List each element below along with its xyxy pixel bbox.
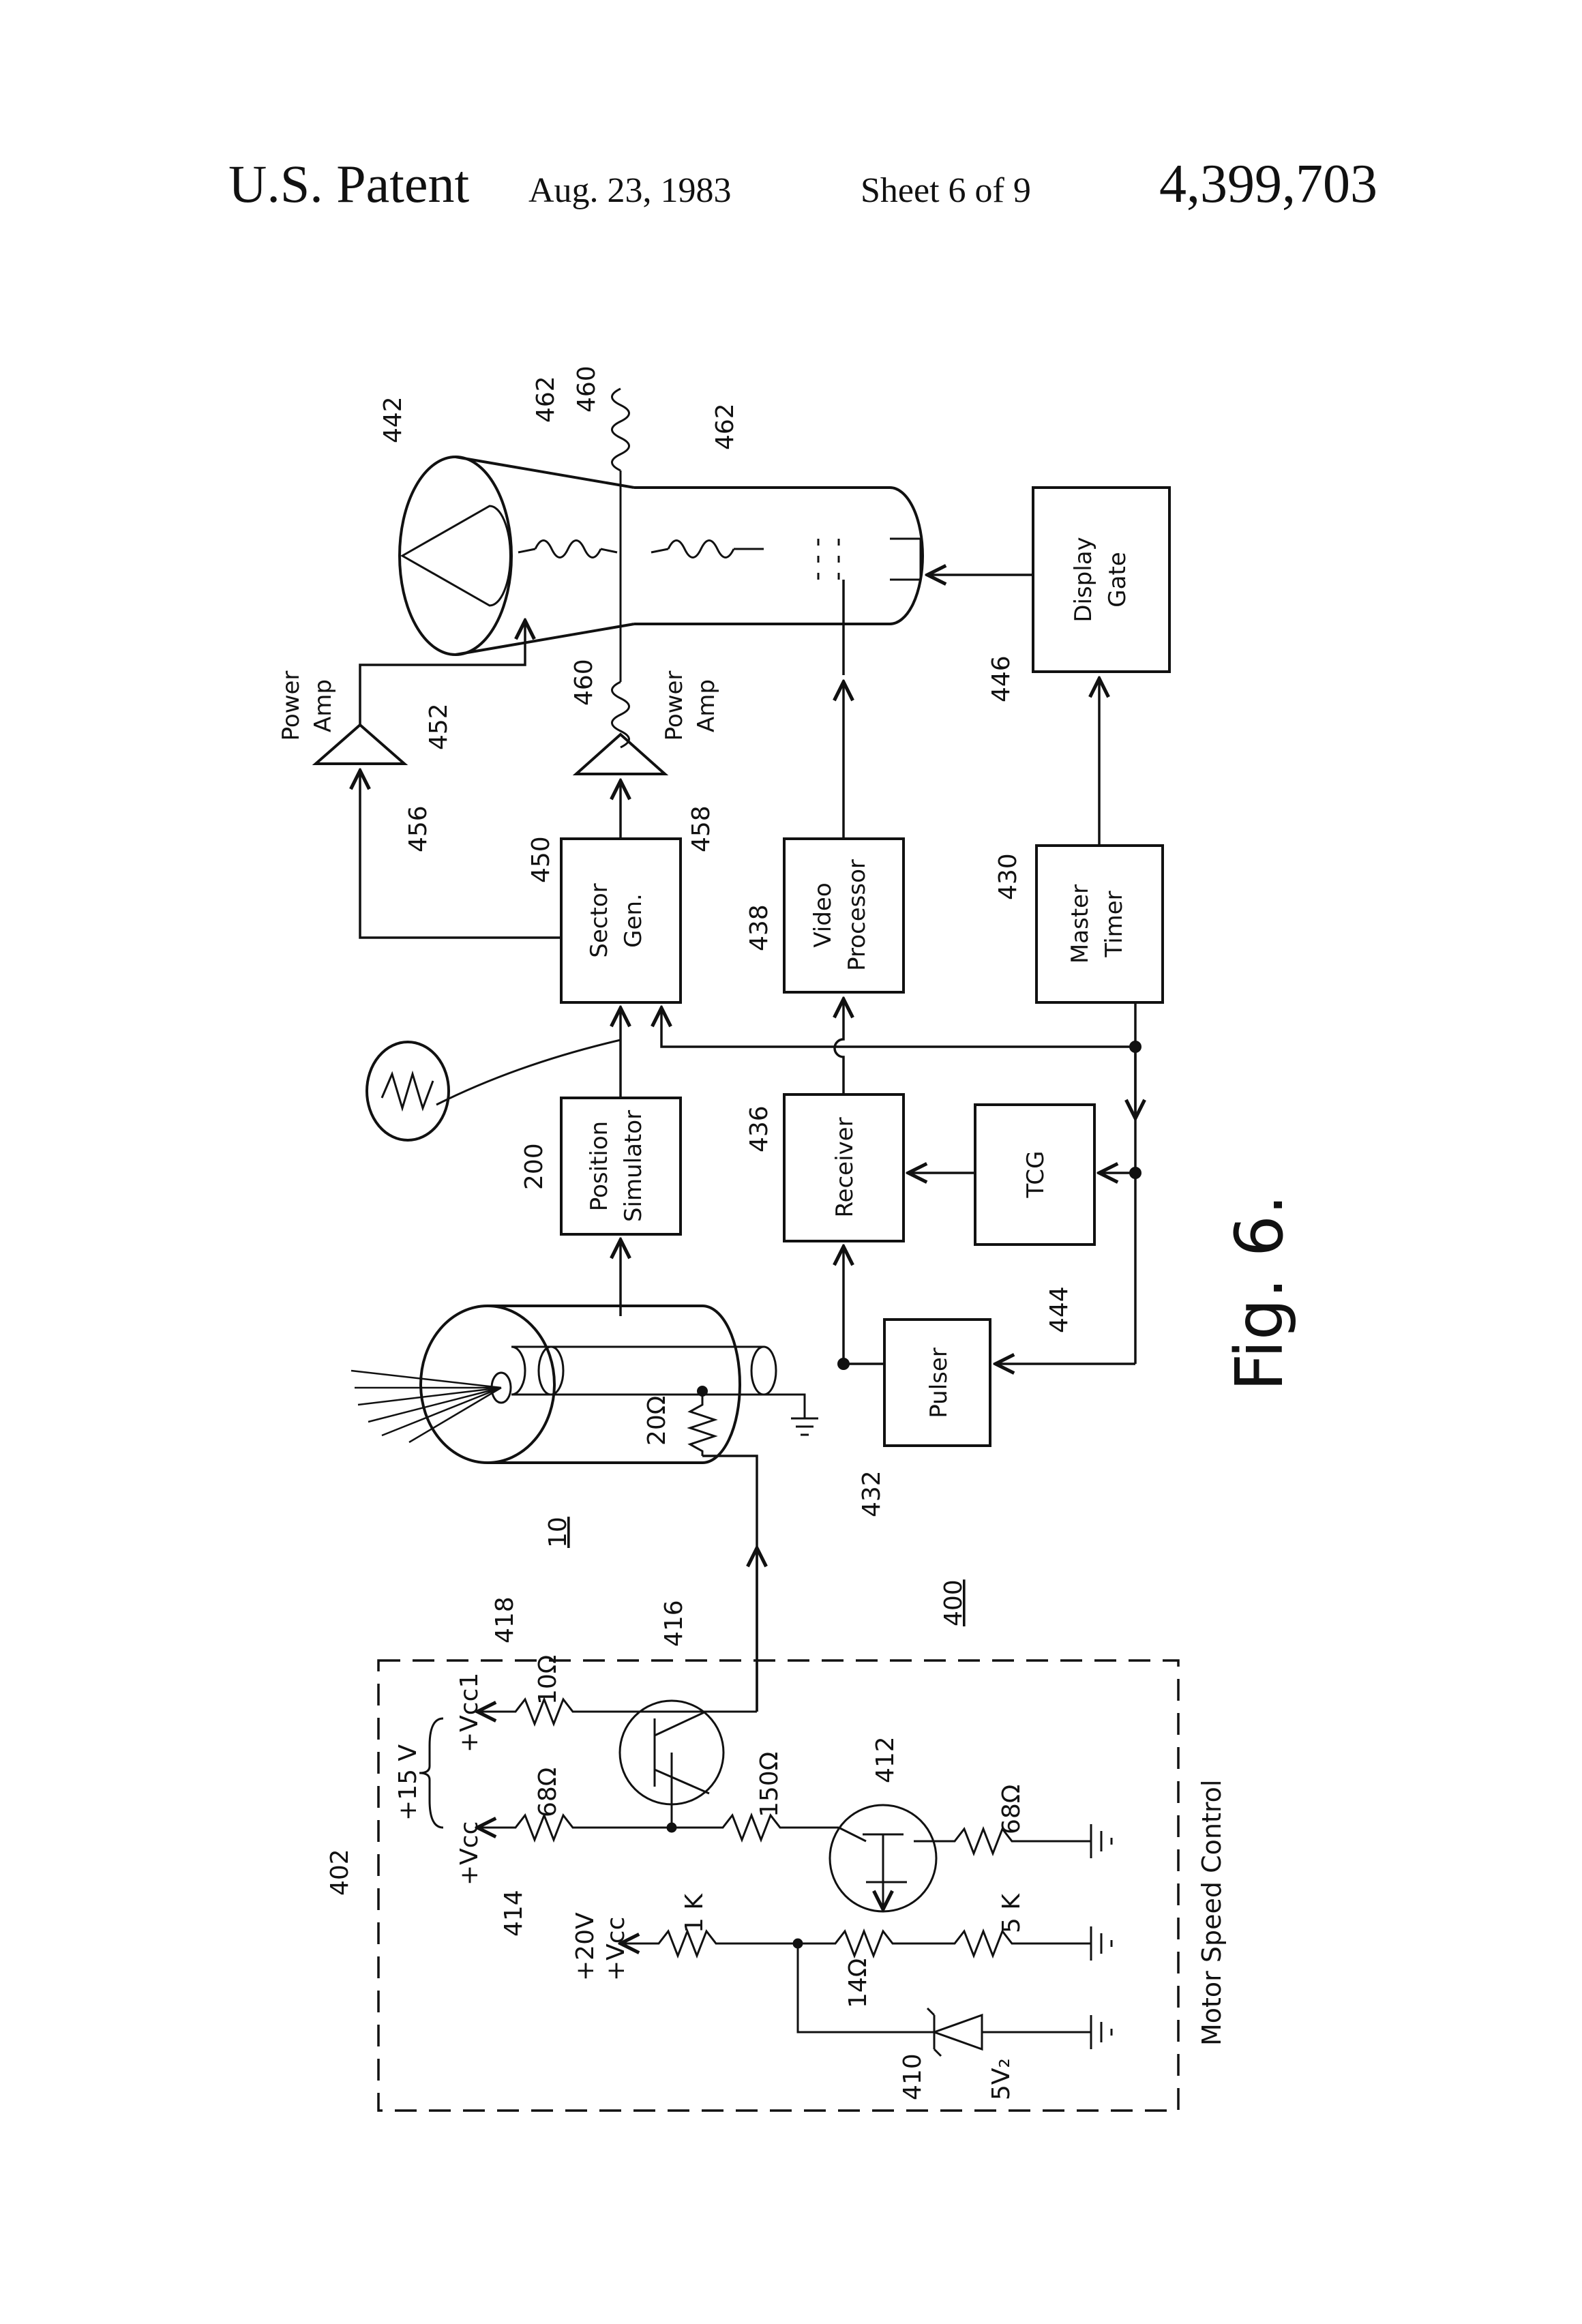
waveform-icon <box>365 1041 450 1142</box>
master-timer-label: Master <box>1066 884 1094 964</box>
ref-418: 418 <box>491 1596 519 1643</box>
ref-460-a: 460 <box>573 366 601 413</box>
ref-410: 410 <box>899 2053 927 2100</box>
display-gate-label: Display <box>1070 537 1097 622</box>
position-simulator-label-2: Simulator <box>620 1110 647 1222</box>
display-gate-label-2: Gate <box>1104 552 1131 607</box>
power-amp-bottom <box>572 732 669 775</box>
ref-436: 436 <box>745 1105 773 1152</box>
sector-gen-label: Sector <box>586 883 613 957</box>
res-68b-label: 68Ω <box>998 1785 1026 1834</box>
ref-402: 402 <box>326 1849 354 1896</box>
ref-200: 200 <box>520 1143 548 1190</box>
power-amp-top-label-2: Amp <box>310 679 337 732</box>
ref-412: 412 <box>871 1736 899 1783</box>
pulser-block <box>883 1318 991 1447</box>
display-gate-block <box>1032 486 1171 673</box>
res-20-label: 20Ω <box>643 1396 671 1446</box>
zener-label: 5V₂ <box>987 2058 1015 2100</box>
ref-450: 450 <box>527 836 555 883</box>
v20-label: +20V <box>571 1912 599 1981</box>
ref-414: 414 <box>500 1890 528 1937</box>
power-amp-top <box>312 723 408 765</box>
ref-460-b: 460 <box>570 659 598 706</box>
ref-416: 416 <box>660 1600 688 1647</box>
ref-462-a: 462 <box>532 376 560 423</box>
ref-442: 442 <box>379 396 407 443</box>
res-10-label: 10Ω <box>534 1655 562 1705</box>
ref-456: 456 <box>404 805 432 852</box>
video-processor-label: Video <box>809 882 837 947</box>
ref-462-b: 462 <box>711 403 739 450</box>
pulser-label: Pulser <box>925 1347 953 1418</box>
vcc1-label: +Vcc1 <box>456 1673 483 1753</box>
ref-400: 400 <box>940 1579 968 1626</box>
patent-label: U.S. Patent <box>228 154 470 213</box>
ref-430: 430 <box>994 853 1022 900</box>
sheet-number: Sheet 6 of 9 <box>861 171 1031 210</box>
res-5k-label: 5 K <box>998 1893 1026 1933</box>
crt-tube <box>398 387 924 749</box>
receiver-label: Receiver <box>831 1117 859 1217</box>
motor-speed-control-box <box>377 1659 1180 2112</box>
master-timer-label-2: Timer <box>1101 891 1128 957</box>
res-1k-label: 1 K <box>681 1893 708 1933</box>
tcg-block <box>974 1103 1096 1246</box>
power-amp-bottom-label: Power <box>661 671 688 741</box>
ref-10: 10 <box>544 1517 572 1548</box>
ref-444: 444 <box>1045 1286 1073 1333</box>
position-simulator-label: Position <box>586 1121 613 1211</box>
transducer-probe <box>350 1305 818 1464</box>
ref-446: 446 <box>987 655 1015 702</box>
ref-432: 432 <box>858 1470 886 1517</box>
power-amp-top-label: Power <box>278 671 305 741</box>
motor-speed-control-label: Motor Speed Control <box>1197 1780 1227 2046</box>
master-timer-block <box>1035 844 1164 1004</box>
ref-458: 458 <box>687 805 715 852</box>
figure-label: Fig. 6. <box>1221 1195 1298 1391</box>
res-68a-label: 68Ω <box>534 1768 562 1817</box>
vcc2-label: +Vcc <box>602 1917 630 1981</box>
power-amp-bottom-label-2: Amp <box>693 679 720 732</box>
vcc-label: +Vcc <box>456 1821 483 1886</box>
tcg-label: TCG <box>1022 1151 1049 1199</box>
patent-date: Aug. 23, 1983 <box>528 171 732 210</box>
ref-438: 438 <box>745 904 773 951</box>
v15-label: +15 V <box>394 1744 422 1821</box>
ref-452: 452 <box>425 703 453 750</box>
res-14-label: 14Ω <box>844 1958 872 2008</box>
sector-gen-label-2: Gen. <box>620 893 647 948</box>
patent-number: 4,399,703 <box>1159 154 1377 214</box>
video-processor-label-2: Processor <box>844 859 871 971</box>
res-150-label: 150Ω <box>756 1752 783 1817</box>
